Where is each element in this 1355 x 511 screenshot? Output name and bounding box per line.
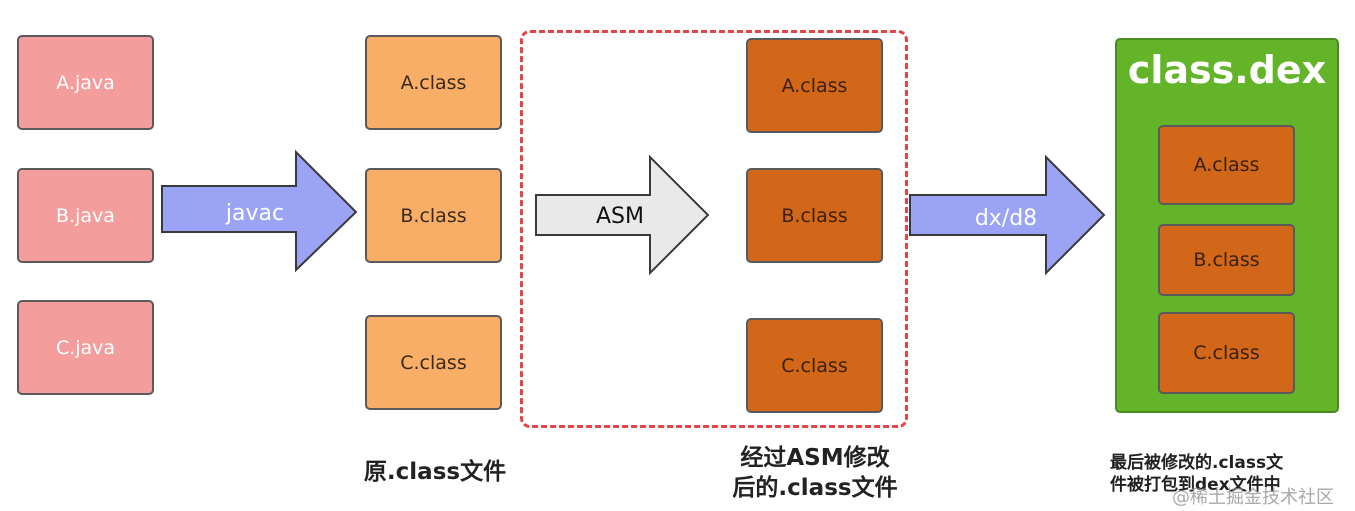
caption-modified-line2: 后的.class文件 bbox=[732, 474, 898, 501]
java-file-b: B.java bbox=[17, 168, 154, 263]
caption-dex: 最后被修改的.class文 件被打包到dex文件中 bbox=[1110, 452, 1340, 496]
modified-class-c: C.class bbox=[746, 318, 883, 413]
dex-class-c-label: C.class bbox=[1193, 342, 1260, 364]
caption-original: 原.class文件 bbox=[340, 458, 530, 488]
java-file-b-label: B.java bbox=[56, 204, 115, 227]
modified-class-b-label: B.class bbox=[781, 204, 848, 227]
asm-arrow: ASM bbox=[535, 154, 710, 276]
asm-arrow-label: ASM bbox=[596, 204, 644, 229]
dx-arrow: dx/d8 bbox=[909, 154, 1106, 276]
original-class-b-label: B.class bbox=[400, 204, 467, 227]
javac-arrow: javac bbox=[161, 149, 358, 273]
original-class-a-label: A.class bbox=[400, 71, 467, 94]
original-class-a: A.class bbox=[365, 35, 502, 130]
caption-dex-line2: 件被打包到dex文件中 bbox=[1110, 475, 1281, 496]
modified-class-b: B.class bbox=[746, 168, 883, 263]
modified-class-c-label: C.class bbox=[781, 354, 848, 377]
asm-processing-frame bbox=[520, 30, 908, 428]
dx-arrow-label: dx/d8 bbox=[975, 206, 1037, 231]
caption-modified: 经过ASM修改 后的.class文件 bbox=[700, 444, 930, 504]
modified-class-a: A.class bbox=[746, 38, 883, 133]
dex-class-a: A.class bbox=[1158, 125, 1295, 205]
caption-original-text: 原.class文件 bbox=[363, 459, 507, 485]
java-file-a: A.java bbox=[17, 35, 154, 130]
dex-class-b: B.class bbox=[1158, 224, 1295, 296]
javac-arrow-label: javac bbox=[225, 201, 284, 226]
caption-modified-line1: 经过ASM修改 bbox=[740, 445, 890, 471]
original-class-c: C.class bbox=[365, 315, 502, 410]
dex-title: class.dex bbox=[1127, 48, 1327, 92]
modified-class-a-label: A.class bbox=[781, 74, 848, 97]
dex-class-c: C.class bbox=[1158, 312, 1295, 394]
original-class-b: B.class bbox=[365, 168, 502, 263]
dex-class-b-label: B.class bbox=[1193, 249, 1260, 271]
java-file-c-label: C.java bbox=[55, 336, 116, 359]
java-file-a-label: A.java bbox=[56, 71, 115, 94]
original-class-c-label: C.class bbox=[400, 351, 467, 374]
caption-dex-line1: 最后被修改的.class文 bbox=[1110, 453, 1284, 473]
java-file-c: C.java bbox=[17, 300, 154, 395]
watermark: @稀土掘金技术社区 bbox=[1172, 487, 1334, 508]
dex-class-a-label: A.class bbox=[1193, 154, 1260, 176]
